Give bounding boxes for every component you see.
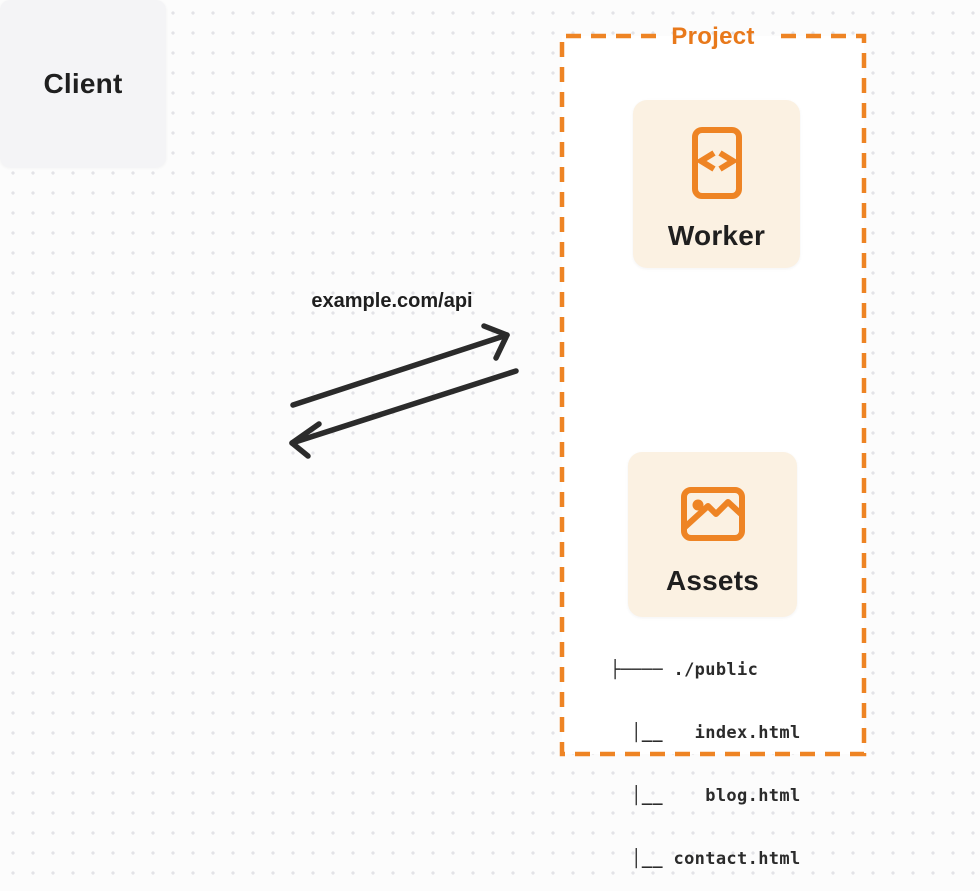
assets-file-tree: ├──── ./public │__ index.html │__ blog.h… <box>610 618 801 891</box>
diagram-canvas <box>289 33 867 757</box>
assets-node-label: Assets <box>665 565 760 596</box>
tree-line-blog: │__ blog.html <box>610 786 801 806</box>
client-node: Client <box>0 0 166 167</box>
diagram-page: { "colors": { "accent_orange": "#EE8424"… <box>0 0 980 869</box>
code-file-icon <box>691 127 742 199</box>
client-node-label: Client <box>43 67 123 99</box>
response-arrow <box>289 368 519 459</box>
project-group-label: Project <box>671 23 755 50</box>
request-arrow <box>290 323 510 408</box>
assets-node: Assets <box>628 452 797 617</box>
picture-icon <box>680 487 745 541</box>
tree-line-index: │__ index.html <box>610 723 801 743</box>
tree-line-public: ├──── ./public <box>610 660 759 680</box>
tree-line-contact: │__ contact.html <box>610 849 801 869</box>
worker-node-label: Worker <box>667 220 766 251</box>
request-url-label: example.com/api <box>311 290 473 312</box>
project-dashed-border <box>559 33 867 757</box>
worker-node: Worker <box>633 100 800 268</box>
